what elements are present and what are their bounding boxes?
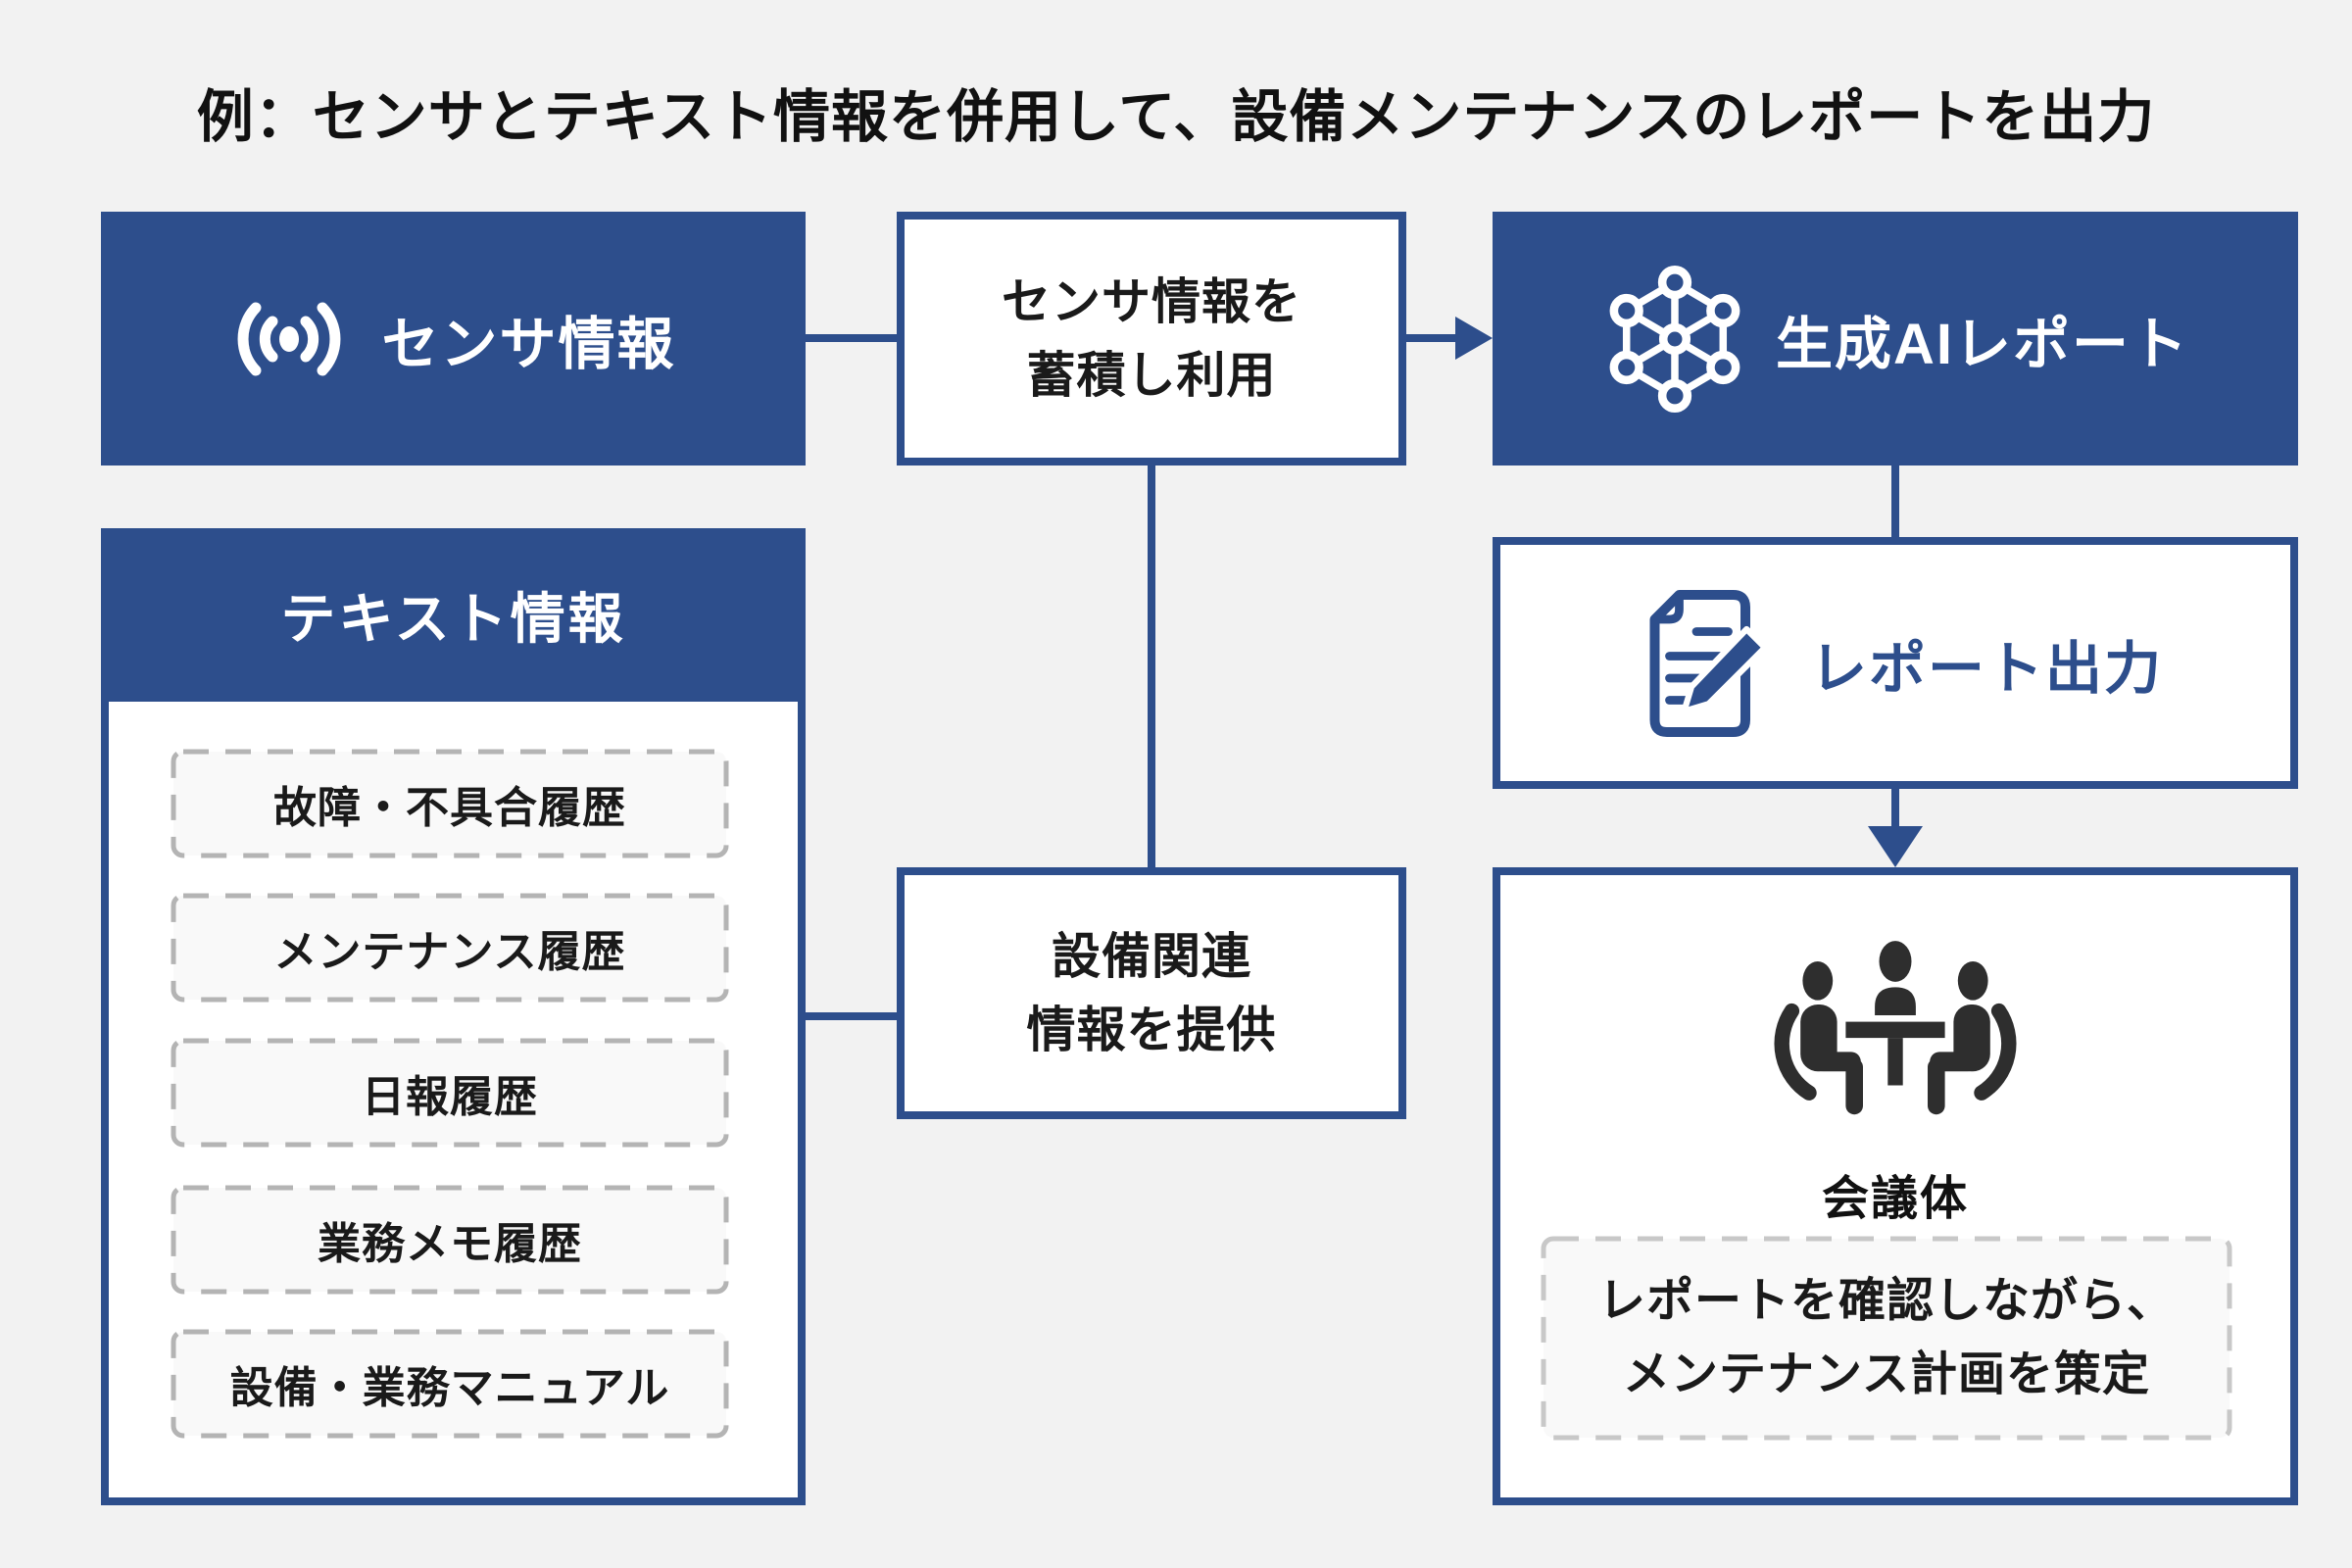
arrow-down-icon	[1868, 826, 1923, 867]
accumulate-flow-text: センサ情報を 蓄積し利用	[1002, 273, 1301, 403]
ai-network-icon	[1601, 265, 1748, 413]
report-output-label: レポート出力	[1809, 636, 2163, 701]
meeting-label: 会議体	[1821, 1173, 1969, 1225]
connector-textinfo-to-provide	[806, 1012, 897, 1020]
connector-accumulate-to-genai	[1406, 334, 1457, 342]
arrow-right-icon	[1455, 317, 1493, 360]
gen-ai-report-box: 生成AIレポート	[1493, 212, 2298, 466]
text-info-item-work-memo-history: 業務メモ履歴	[168, 1182, 732, 1298]
text-info-item-failure-history: 故障・不具合履歴	[168, 746, 732, 861]
text-info-item-daily-report-history: 日報履歴	[168, 1035, 732, 1151]
connector-sensor-to-accumulate	[806, 334, 897, 342]
report-output-box: レポート出力	[1493, 537, 2298, 789]
provide-flow-box: 設備関連 情報を提供	[897, 867, 1406, 1119]
meeting-people-icon	[1755, 920, 2035, 1132]
meeting-panel: 会議体 レポートを確認しながら、 メンテナンス計画を策定	[1493, 867, 2298, 1505]
gen-ai-report-label: 生成AIレポート	[1775, 312, 2189, 376]
text-info-item-maintenance-history: メンテナンス履歴	[168, 890, 732, 1005]
text-info-item-equipment-manual: 設備・業務マニュアル	[168, 1326, 732, 1442]
connector-accumulate-to-provide	[1148, 466, 1155, 867]
text-info-header: テキスト情報	[101, 528, 806, 702]
provide-flow-text: 設備関連 情報を提供	[1026, 928, 1277, 1057]
sensor-info-box: センサ情報	[101, 212, 806, 466]
report-edit-icon	[1628, 585, 1775, 742]
sensor-info-label: センサ情報	[381, 312, 676, 376]
connector-genai-to-report	[1891, 466, 1899, 537]
page-title: 例：センサとテキスト情報を併用して、設備メンテナンスのレポートを出力	[196, 85, 2156, 149]
meeting-note-box: レポートを確認しながら、 メンテナンス計画を策定	[1538, 1233, 2235, 1444]
meeting-note-text: レポートを確認しながら、 メンテナンス計画を策定	[1597, 1275, 2175, 1400]
text-info-panel: テキスト情報 故障・不具合履歴 メンテナンス履歴 日報履歴 業務メモ履歴 設備・…	[101, 528, 806, 1505]
sensor-signal-icon	[230, 280, 348, 398]
accumulate-flow-box: センサ情報を 蓄積し利用	[897, 212, 1406, 466]
connector-report-to-meeting	[1891, 789, 1899, 830]
